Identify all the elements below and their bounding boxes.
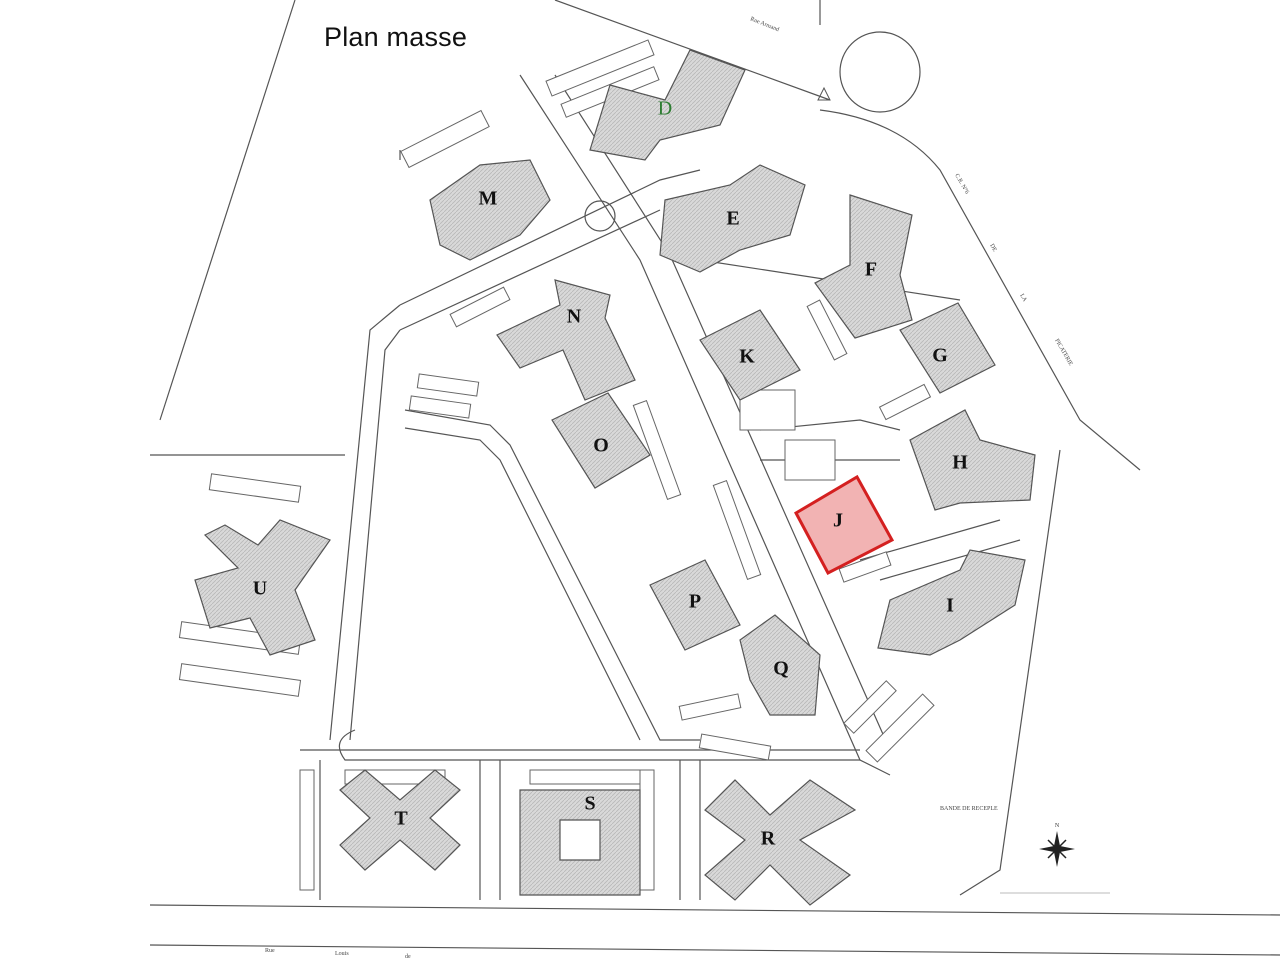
svg-text:N: N (1055, 823, 1060, 829)
building-N[interactable]: N (496, 279, 636, 401)
building-S[interactable]: S (519, 789, 641, 896)
building-J-highlighted[interactable]: J (794, 474, 895, 576)
svg-text:H: H (952, 452, 968, 474)
building-Q[interactable]: Q (739, 614, 821, 716)
svg-text:BANDE DE RECEPLE: BANDE DE RECEPLE (940, 806, 998, 812)
svg-text:N: N (567, 306, 582, 328)
building-H[interactable]: H (909, 409, 1036, 511)
building-E[interactable]: E (659, 164, 806, 273)
svg-text:PICATERIE: PICATERIE (1053, 338, 1073, 367)
building-T[interactable]: T (339, 769, 461, 871)
building-F[interactable]: F (814, 194, 913, 339)
building-R[interactable]: R (704, 779, 857, 906)
svg-text:T: T (394, 808, 408, 830)
roundabout-north (839, 31, 921, 113)
svg-text:DE: DE (988, 243, 997, 253)
svg-text:S: S (584, 793, 595, 815)
svg-text:O: O (593, 435, 609, 457)
svg-text:de: de (405, 954, 411, 960)
svg-text:LA: LA (1018, 293, 1028, 304)
building-P[interactable]: P (649, 559, 741, 651)
svg-text:G: G (932, 345, 948, 367)
building-U[interactable]: U (194, 519, 331, 656)
svg-text:C.R. N°6: C.R. N°6 (953, 173, 970, 196)
svg-text:R: R (761, 828, 776, 850)
svg-text:Rue Armand: Rue Armand (749, 16, 780, 33)
svg-text:Rue: Rue (265, 948, 275, 954)
svg-text:Q: Q (773, 658, 789, 680)
svg-text:J: J (833, 510, 843, 532)
site-boundary (149, 0, 1280, 956)
svg-text:F: F (865, 259, 877, 281)
building-I[interactable]: I (877, 549, 1026, 656)
building-M[interactable]: M (429, 159, 551, 261)
compass-rose-icon: N (1039, 823, 1075, 867)
svg-text:P: P (689, 591, 701, 613)
building-K[interactable]: K (699, 309, 801, 401)
svg-text:D: D (658, 98, 672, 120)
svg-text:M: M (479, 188, 498, 210)
building-O[interactable]: O (551, 392, 651, 489)
roundabout-central (584, 200, 616, 232)
map-title: Plan masse (324, 22, 468, 52)
triangle-marker (817, 86, 831, 101)
svg-text:K: K (739, 346, 755, 368)
parking-strips (178, 39, 935, 891)
svg-text:I: I (946, 595, 954, 617)
svg-text:U: U (253, 578, 267, 600)
building-G[interactable]: G (899, 302, 996, 394)
building-D[interactable]: D (589, 49, 746, 161)
svg-text:Louis: Louis (335, 951, 349, 957)
svg-text:E: E (726, 208, 739, 230)
